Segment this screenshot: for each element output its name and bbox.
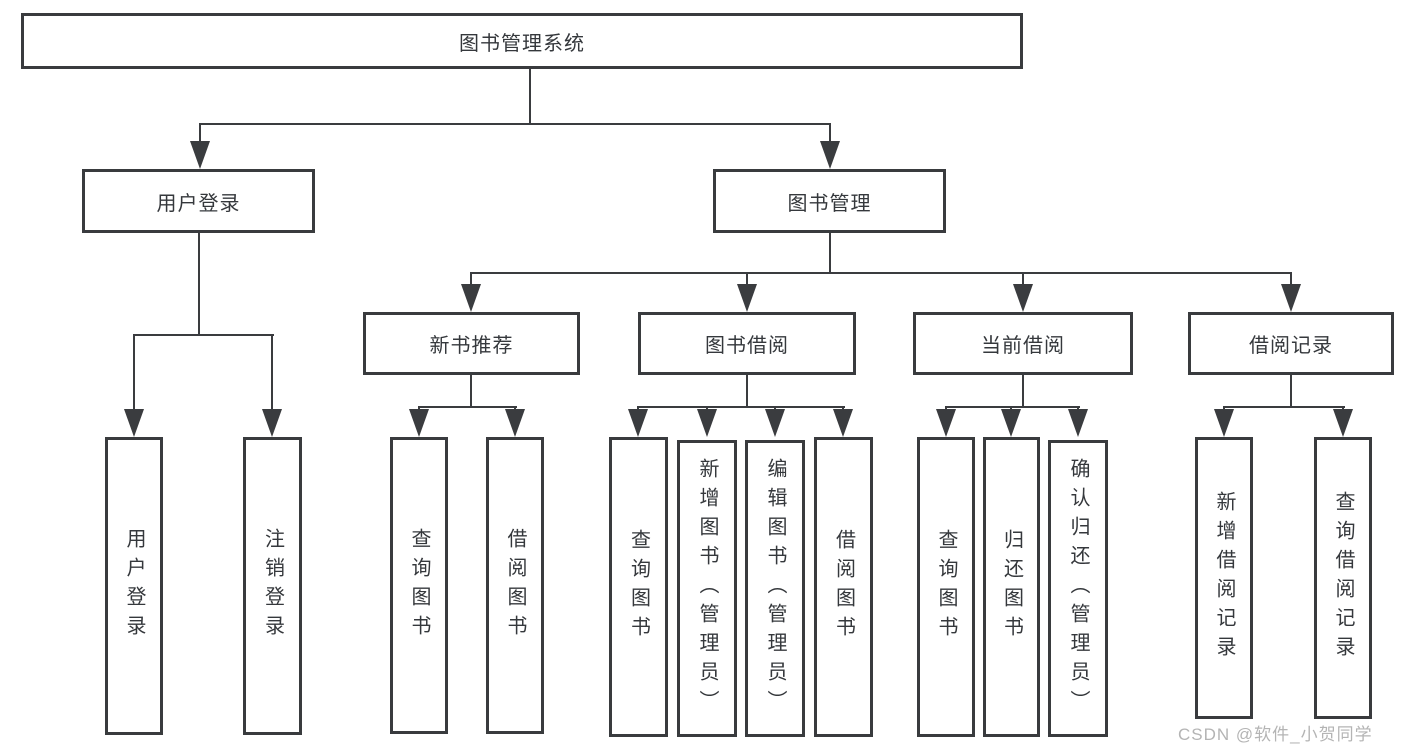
connector-user-login-trunk bbox=[198, 233, 200, 335]
node-borrow-books: 借阅图书 bbox=[814, 437, 873, 737]
connector-drop bbox=[829, 123, 831, 145]
node-user-login-branch: 用户登录 bbox=[82, 169, 315, 233]
connector-split bbox=[637, 406, 845, 408]
arrowhead-down-icon bbox=[936, 409, 956, 437]
node-query-books-current: 查询图书 bbox=[917, 437, 975, 737]
connector-split bbox=[945, 406, 1080, 408]
connector-split bbox=[418, 406, 517, 408]
node-query-borrow-record: 查询借阅记录 bbox=[1314, 437, 1372, 719]
arrowhead-down-icon bbox=[505, 409, 525, 437]
arrowhead-down-icon bbox=[409, 409, 429, 437]
arrowhead-down-icon bbox=[1013, 284, 1033, 312]
node-book-management-branch: 图书管理 bbox=[713, 169, 946, 233]
arrowhead-down-icon bbox=[820, 141, 840, 169]
connector-book-management-trunk bbox=[829, 233, 831, 274]
connector-drop bbox=[1290, 272, 1292, 288]
node-edit-book-admin: 编辑图书（管理员） bbox=[745, 440, 805, 737]
node-user-login: 用户登录 bbox=[105, 437, 163, 735]
connector-drop bbox=[133, 334, 135, 412]
arrowhead-down-icon bbox=[697, 409, 717, 437]
node-current-borrowing: 当前借阅 bbox=[913, 312, 1133, 375]
arrowhead-down-icon bbox=[461, 284, 481, 312]
connector-level3-split bbox=[470, 272, 1292, 274]
connector-drop bbox=[470, 272, 472, 288]
arrowhead-down-icon bbox=[262, 409, 282, 437]
connector-root-trunk bbox=[529, 69, 531, 125]
arrowhead-down-icon bbox=[1333, 409, 1353, 437]
arrowhead-down-icon bbox=[737, 284, 757, 312]
node-new-book-recommend: 新书推荐 bbox=[363, 312, 580, 375]
arrowhead-down-icon bbox=[190, 141, 210, 169]
node-return-book: 归还图书 bbox=[983, 437, 1040, 737]
connector-level2-split bbox=[199, 123, 831, 125]
node-book-borrowing: 图书借阅 bbox=[638, 312, 856, 375]
connector-drop bbox=[271, 334, 273, 412]
node-add-book-admin: 新增图书（管理员） bbox=[677, 440, 737, 737]
arrowhead-down-icon bbox=[765, 409, 785, 437]
connector-trunk bbox=[470, 375, 472, 408]
connector-drop bbox=[746, 272, 748, 288]
arrowhead-down-icon bbox=[1281, 284, 1301, 312]
node-confirm-return-admin: 确认归还（管理员） bbox=[1048, 440, 1108, 737]
arrowhead-down-icon bbox=[124, 409, 144, 437]
connector-drop bbox=[1022, 272, 1024, 288]
arrowhead-down-icon bbox=[1001, 409, 1021, 437]
node-borrow-books-recommend: 借阅图书 bbox=[486, 437, 544, 734]
arrowhead-down-icon bbox=[833, 409, 853, 437]
arrowhead-down-icon bbox=[1068, 409, 1088, 437]
node-add-borrow-record: 新增借阅记录 bbox=[1195, 437, 1253, 719]
watermark-text: CSDN @软件_小贺同学 bbox=[1178, 725, 1373, 744]
arrowhead-down-icon bbox=[628, 409, 648, 437]
node-borrowing-records: 借阅记录 bbox=[1188, 312, 1394, 375]
connector-trunk bbox=[1022, 375, 1024, 408]
connector-drop bbox=[199, 123, 201, 145]
node-query-books-borrowing: 查询图书 bbox=[609, 437, 668, 737]
connector-split bbox=[1223, 406, 1345, 408]
node-logout: 注销登录 bbox=[243, 437, 302, 735]
connector-trunk bbox=[746, 375, 748, 408]
node-query-books-recommend: 查询图书 bbox=[390, 437, 448, 734]
connector-user-login-split bbox=[133, 334, 274, 336]
node-library-management-system: 图书管理系统 bbox=[21, 13, 1023, 69]
connector-trunk bbox=[1290, 375, 1292, 408]
arrowhead-down-icon bbox=[1214, 409, 1234, 437]
